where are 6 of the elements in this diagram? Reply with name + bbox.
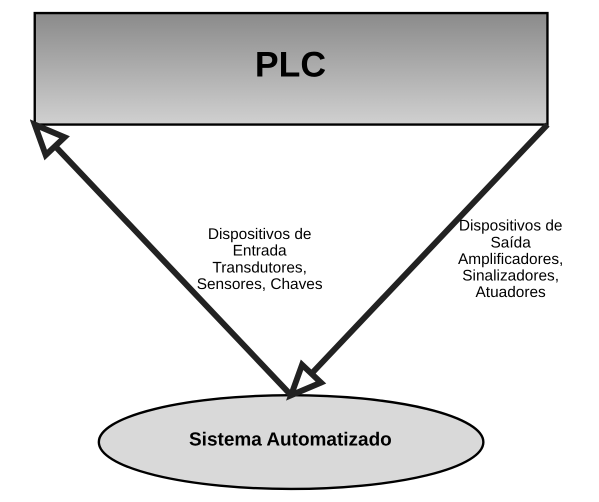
edge-label: Dispositivos de Saída Amplificadores, Sinalizadores, Atuadores [457,218,563,302]
node-box: PLC [33,12,548,126]
node-ellipse: Sistema Automatizado [97,394,484,490]
arrow [286,122,550,401]
edge-label: Dispositivos de Entrada Transdutores, Sensores, Chaves [196,226,322,293]
arrow [30,119,293,398]
